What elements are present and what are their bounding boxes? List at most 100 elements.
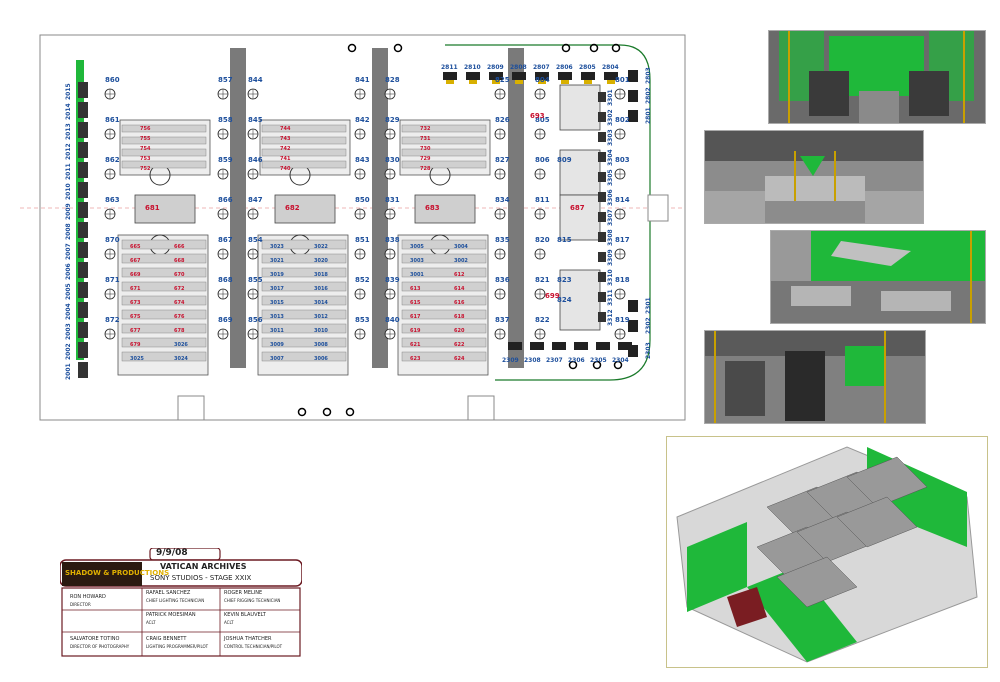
fixture-label: 3301 bbox=[607, 89, 614, 106]
cabinet-row bbox=[121, 148, 207, 157]
fixture-label: 2009 bbox=[65, 203, 72, 220]
grid-label: 3014 bbox=[314, 300, 328, 306]
fixture-label: 859 bbox=[218, 156, 233, 164]
fixture-label: 820 bbox=[535, 236, 550, 244]
cabinet-row bbox=[121, 323, 207, 334]
person-name: RON HOWARD bbox=[70, 594, 106, 600]
fixture-label: 2011 bbox=[65, 163, 72, 180]
grid-label: 741 bbox=[280, 156, 291, 162]
grid-label: 621 bbox=[410, 342, 421, 348]
fixture-unit bbox=[78, 242, 88, 258]
grid-label: 675 bbox=[130, 314, 141, 320]
grid-label: 3015 bbox=[270, 300, 284, 306]
fixture-unit bbox=[598, 192, 606, 202]
render-image-4 bbox=[705, 331, 925, 423]
fixture-labels: 2015201420132012201120102009200820072006… bbox=[65, 64, 652, 380]
cabinet-row bbox=[401, 295, 487, 306]
fixture-label: 2805 bbox=[579, 64, 596, 71]
fixture-unit bbox=[512, 72, 526, 80]
fixture-unit bbox=[628, 70, 638, 82]
grid-label: 667 bbox=[130, 258, 141, 264]
fixture-label: 2806 bbox=[556, 64, 573, 71]
fixture-unit bbox=[628, 300, 638, 312]
grid-label: 3006 bbox=[314, 356, 328, 362]
fixture-label: 845 bbox=[248, 116, 263, 124]
grid-label: 3004 bbox=[454, 244, 468, 250]
cabinet-row bbox=[261, 239, 347, 250]
fixture-label: 834 bbox=[495, 196, 510, 204]
cabinet-row bbox=[121, 124, 207, 133]
grid-label: 615 bbox=[410, 300, 421, 306]
fixture-label: 847 bbox=[248, 196, 263, 204]
fixture-label: 2804 bbox=[602, 64, 619, 71]
fixture-label: 857 bbox=[218, 76, 233, 84]
cabinet-row bbox=[261, 337, 347, 348]
fixture-label: 3310 bbox=[607, 269, 614, 286]
fixture-unit bbox=[574, 342, 588, 350]
stage-outline bbox=[39, 34, 686, 421]
fixture-label: 2801 bbox=[645, 107, 652, 124]
fixture-label: 803 bbox=[615, 156, 630, 164]
fixture-unit bbox=[628, 90, 638, 102]
fixture-label: 805 bbox=[535, 116, 550, 124]
fixture-unit bbox=[78, 162, 88, 178]
fixture-label: 806 bbox=[535, 156, 550, 164]
render-isometric-image bbox=[676, 446, 978, 663]
fixture-label: 837 bbox=[495, 316, 510, 324]
grid-label: 3022 bbox=[314, 244, 328, 250]
fixture-label: 854 bbox=[248, 236, 263, 244]
grid-label: 674 bbox=[174, 300, 185, 306]
cabinet-row bbox=[401, 281, 487, 292]
fixture-unit bbox=[78, 102, 88, 118]
fixture-label: 804 bbox=[535, 76, 550, 84]
fixture-unit bbox=[598, 272, 606, 282]
bridge-truss bbox=[414, 194, 476, 224]
render-image-2 bbox=[705, 131, 923, 223]
fixture-label: 829 bbox=[385, 116, 400, 124]
grid-label: 670 bbox=[174, 272, 185, 278]
fixture-label: 801 bbox=[615, 76, 630, 84]
fixture-label: 2803 bbox=[645, 67, 652, 84]
fixture-label: 3306 bbox=[607, 189, 614, 206]
grid-label: 743 bbox=[280, 136, 291, 142]
person-name: RAFAEL SANCHEZ bbox=[146, 590, 191, 596]
bridge-truss bbox=[134, 194, 196, 224]
person-name: JOSHUA THATCHER bbox=[224, 636, 272, 642]
grid-label: 614 bbox=[454, 286, 465, 292]
fixture-yoke bbox=[515, 80, 523, 84]
title-block-frame bbox=[60, 548, 302, 657]
cabinet-row bbox=[261, 295, 347, 306]
fixture-label: 2014 bbox=[65, 103, 72, 120]
fixture-label: 838 bbox=[385, 236, 400, 244]
rig-point bbox=[611, 43, 621, 53]
fixture-unit bbox=[598, 292, 606, 302]
grid-label: 3005 bbox=[410, 244, 424, 250]
fixture-label: 2810 bbox=[464, 64, 481, 71]
project-title: VATICAN ARCHIVES bbox=[160, 562, 247, 571]
rig-point bbox=[322, 407, 332, 417]
grid-label: 729 bbox=[420, 156, 431, 162]
fixture-label: 826 bbox=[495, 116, 510, 124]
fixture-unit bbox=[78, 82, 88, 98]
company-logo: SHADOW & PRODUCTIONS bbox=[65, 569, 170, 577]
rig-point bbox=[393, 43, 403, 53]
fixture-unit bbox=[628, 345, 638, 357]
fixture-symbols bbox=[78, 70, 638, 378]
fixture-label: 2811 bbox=[441, 64, 458, 71]
door-left bbox=[177, 395, 205, 421]
fixture-label: 818 bbox=[615, 276, 630, 284]
fixture-label: 824 bbox=[557, 296, 572, 304]
fixture-label: 3308 bbox=[607, 229, 614, 246]
fixture-label: 861 bbox=[105, 116, 120, 124]
fixture-unit bbox=[78, 282, 88, 298]
cabinet-row bbox=[121, 351, 207, 362]
title-date: 9/9/08 bbox=[156, 548, 188, 558]
grid-label: 756 bbox=[140, 126, 151, 132]
grid-label: 732 bbox=[420, 126, 431, 132]
grid-label: 613 bbox=[410, 286, 421, 292]
fixture-label: 855 bbox=[248, 276, 263, 284]
fixture-unit bbox=[598, 232, 606, 242]
bridge-truss bbox=[274, 194, 336, 224]
fixture-unit bbox=[598, 312, 606, 322]
